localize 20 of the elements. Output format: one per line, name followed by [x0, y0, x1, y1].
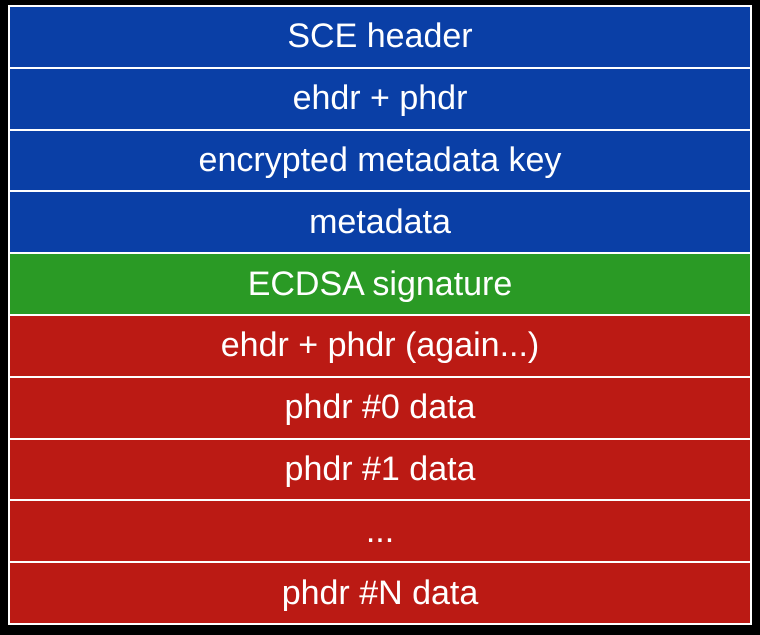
memory-band	[10, 501, 750, 564]
band-label: phdr #0 data	[284, 388, 476, 428]
band-label: SCE header	[287, 17, 473, 56]
memory-band	[10, 7, 750, 69]
memory-band	[10, 192, 750, 254]
memory-band	[10, 378, 750, 440]
band-label: ehdr + phdr	[292, 79, 468, 118]
band-label: ...	[366, 512, 394, 551]
memory-band	[10, 563, 750, 623]
band-label: encrypted metadata key	[198, 140, 562, 180]
band-label: ECDSA signature	[248, 264, 512, 304]
memory-band	[10, 68, 750, 131]
band-label: metadata	[309, 202, 451, 242]
band-label: phdr #1 data	[284, 450, 476, 489]
memory-band	[10, 316, 750, 378]
memory-band	[10, 130, 750, 192]
band-label: ehdr + phdr (again...)	[220, 326, 540, 366]
memory-band	[10, 254, 750, 316]
band-label: phdr #N data	[282, 574, 478, 613]
memory-band	[10, 440, 750, 502]
